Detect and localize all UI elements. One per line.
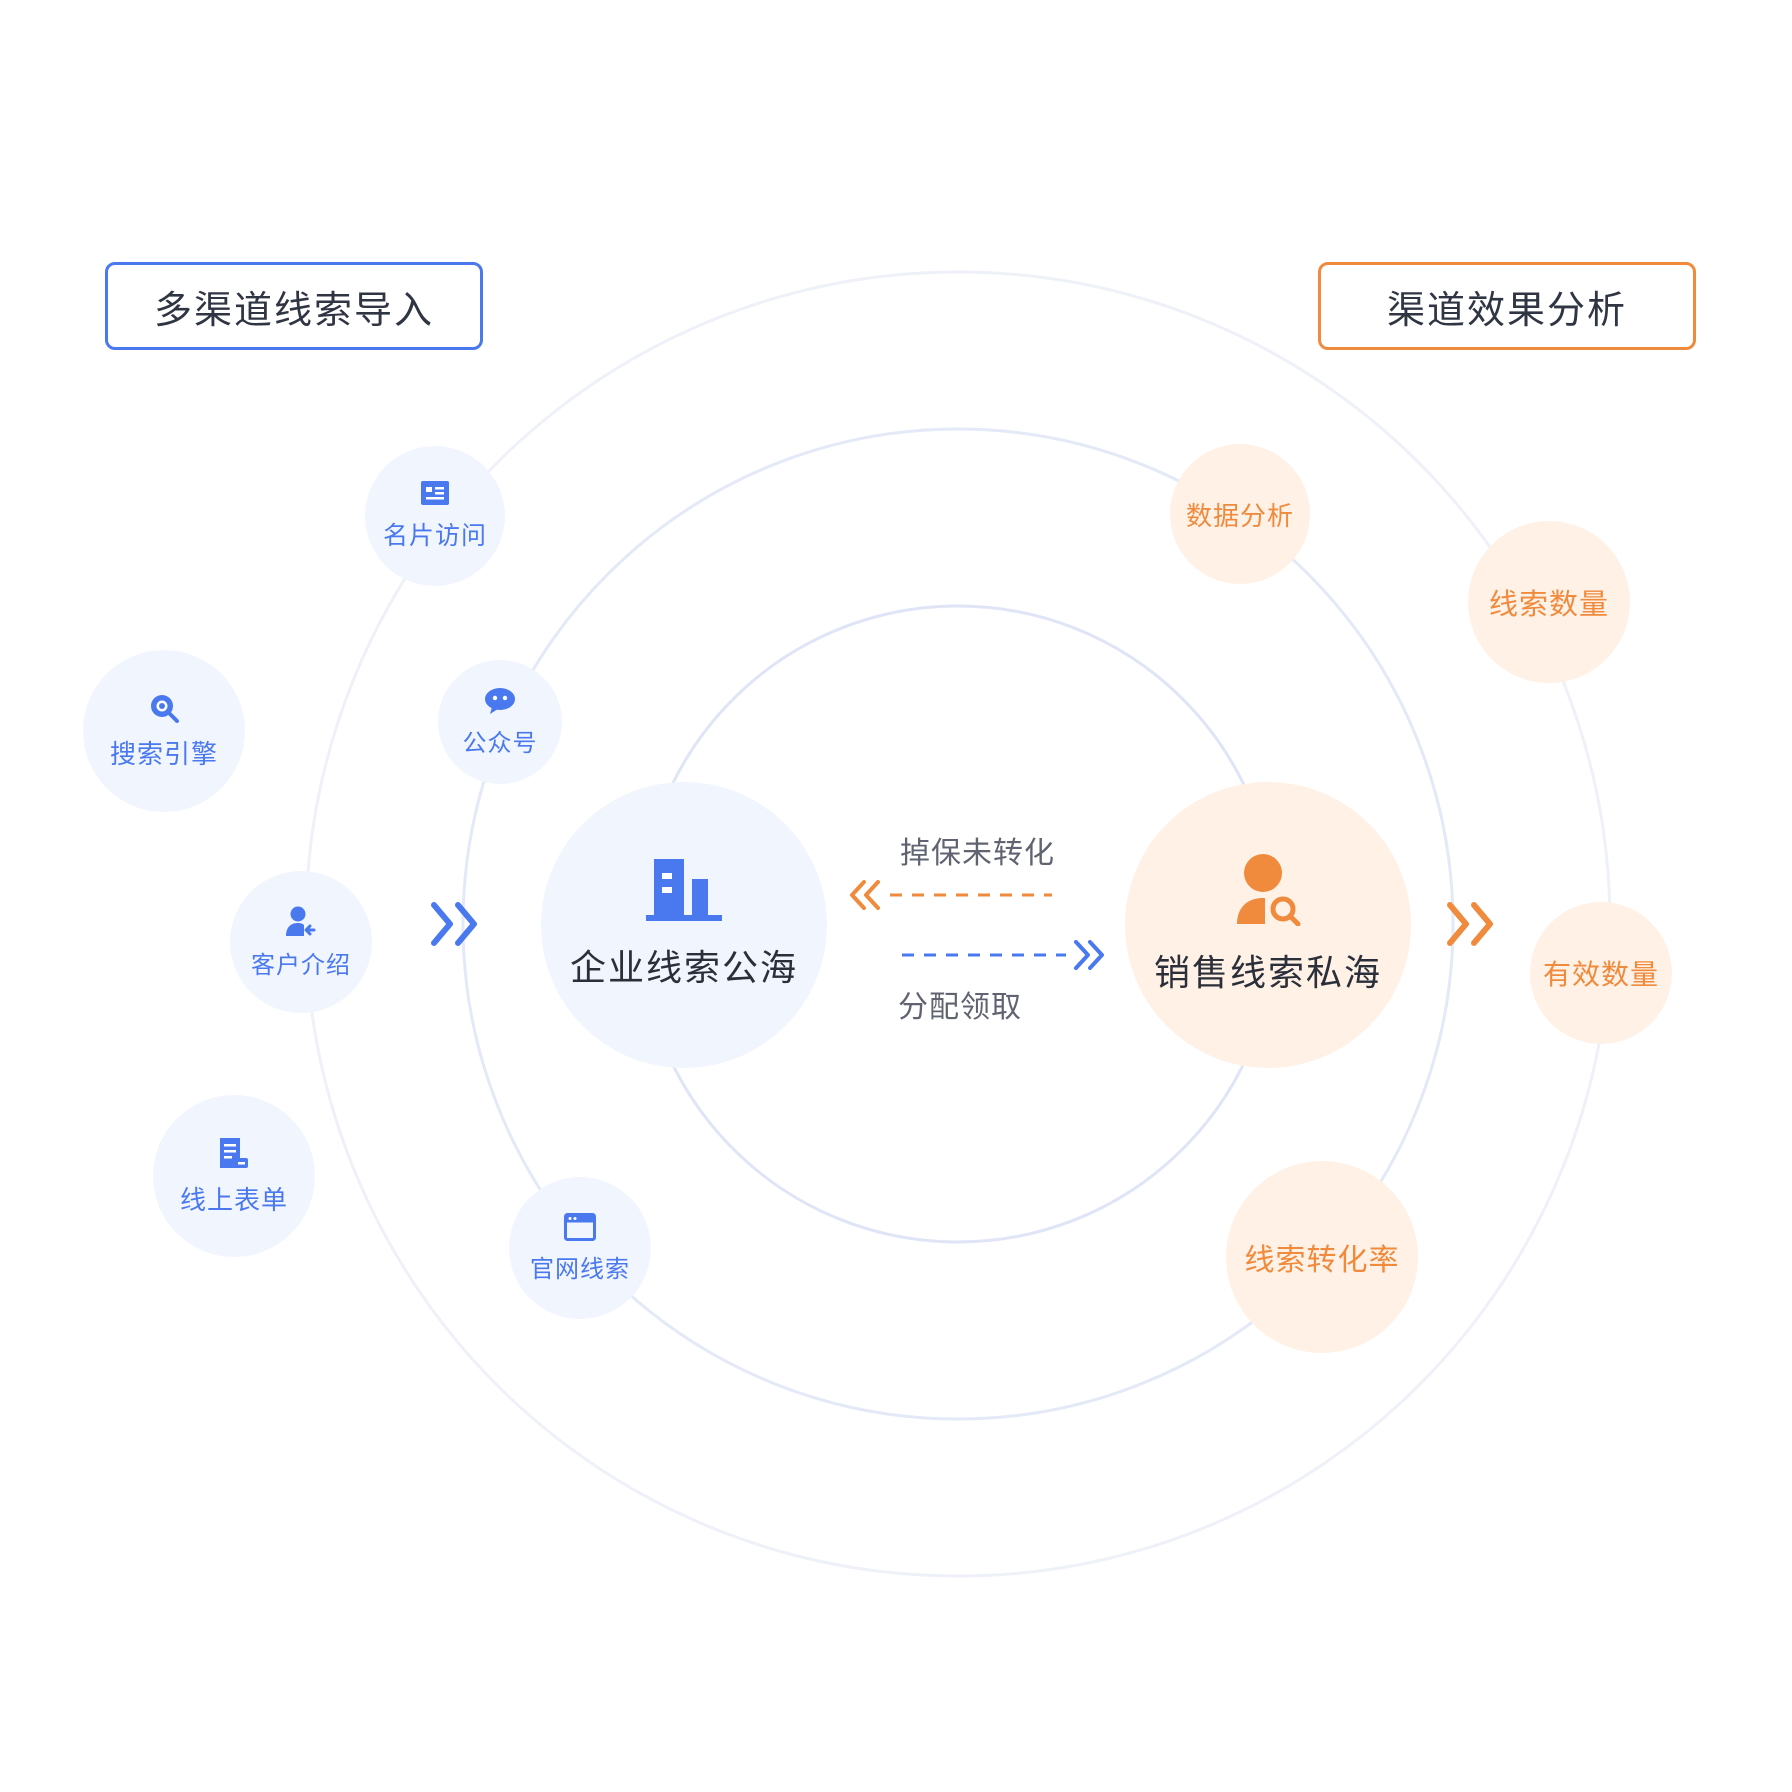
source-label: 公众号	[462, 728, 538, 757]
source-label: 官网线索	[530, 1254, 630, 1283]
source-label: 线上表单	[179, 1185, 288, 1216]
building-icon	[646, 859, 722, 921]
outer-ring	[304, 270, 1612, 1578]
source-label: 搜索引擎	[109, 739, 218, 770]
outflow-chevrons-icon	[1447, 902, 1493, 946]
hub-label: 销售线索私海	[1153, 953, 1382, 994]
user-search-icon	[1237, 854, 1301, 926]
metric-label: 数据分析	[1185, 501, 1294, 532]
flow-forward-label: 分配领取	[898, 990, 1022, 1025]
chat-bubble-icon	[485, 687, 515, 714]
metric-label: 有效数量	[1542, 958, 1659, 991]
private-lead-pool: 销售线索私海	[1125, 782, 1411, 1068]
metric-label: 线索转化率	[1244, 1243, 1400, 1278]
document-icon	[220, 1137, 248, 1168]
metric-conversion-rate: 线索转化率	[1226, 1161, 1418, 1353]
source-official-account: 公众号	[438, 660, 562, 784]
metric-label: 线索数量	[1488, 587, 1609, 621]
source-website: 官网线索	[509, 1177, 651, 1319]
public-lead-pool: 企业线索公海	[541, 782, 827, 1068]
metric-lead-count: 线索数量	[1468, 521, 1630, 683]
source-online-form: 线上表单	[153, 1095, 315, 1257]
multi-channel-import-header: 多渠道线索导入	[105, 262, 483, 350]
source-customer-referral: 客户介绍	[230, 871, 372, 1013]
source-search-engine: 搜索引擎	[83, 650, 245, 812]
browser-window-icon	[564, 1212, 596, 1241]
source-card-visit: 名片访问	[365, 446, 505, 586]
id-card-icon	[421, 481, 449, 505]
metric-data-analysis: 数据分析	[1170, 444, 1310, 584]
search-icon	[151, 694, 179, 723]
flow-forward-arrow	[902, 940, 1104, 970]
user-referral-icon	[286, 906, 316, 936]
middle-ring	[461, 427, 1455, 1421]
flow-back-label: 掉保未转化	[900, 836, 1055, 871]
metric-valid-count: 有效数量	[1530, 902, 1672, 1044]
flow-back-arrow	[850, 880, 1052, 910]
channel-analysis-header: 渠道效果分析	[1318, 262, 1696, 350]
source-label: 名片访问	[382, 521, 487, 550]
hub-label: 企业线索公海	[569, 948, 798, 989]
source-label: 客户介绍	[251, 950, 351, 979]
inflow-chevrons-icon	[431, 902, 477, 946]
